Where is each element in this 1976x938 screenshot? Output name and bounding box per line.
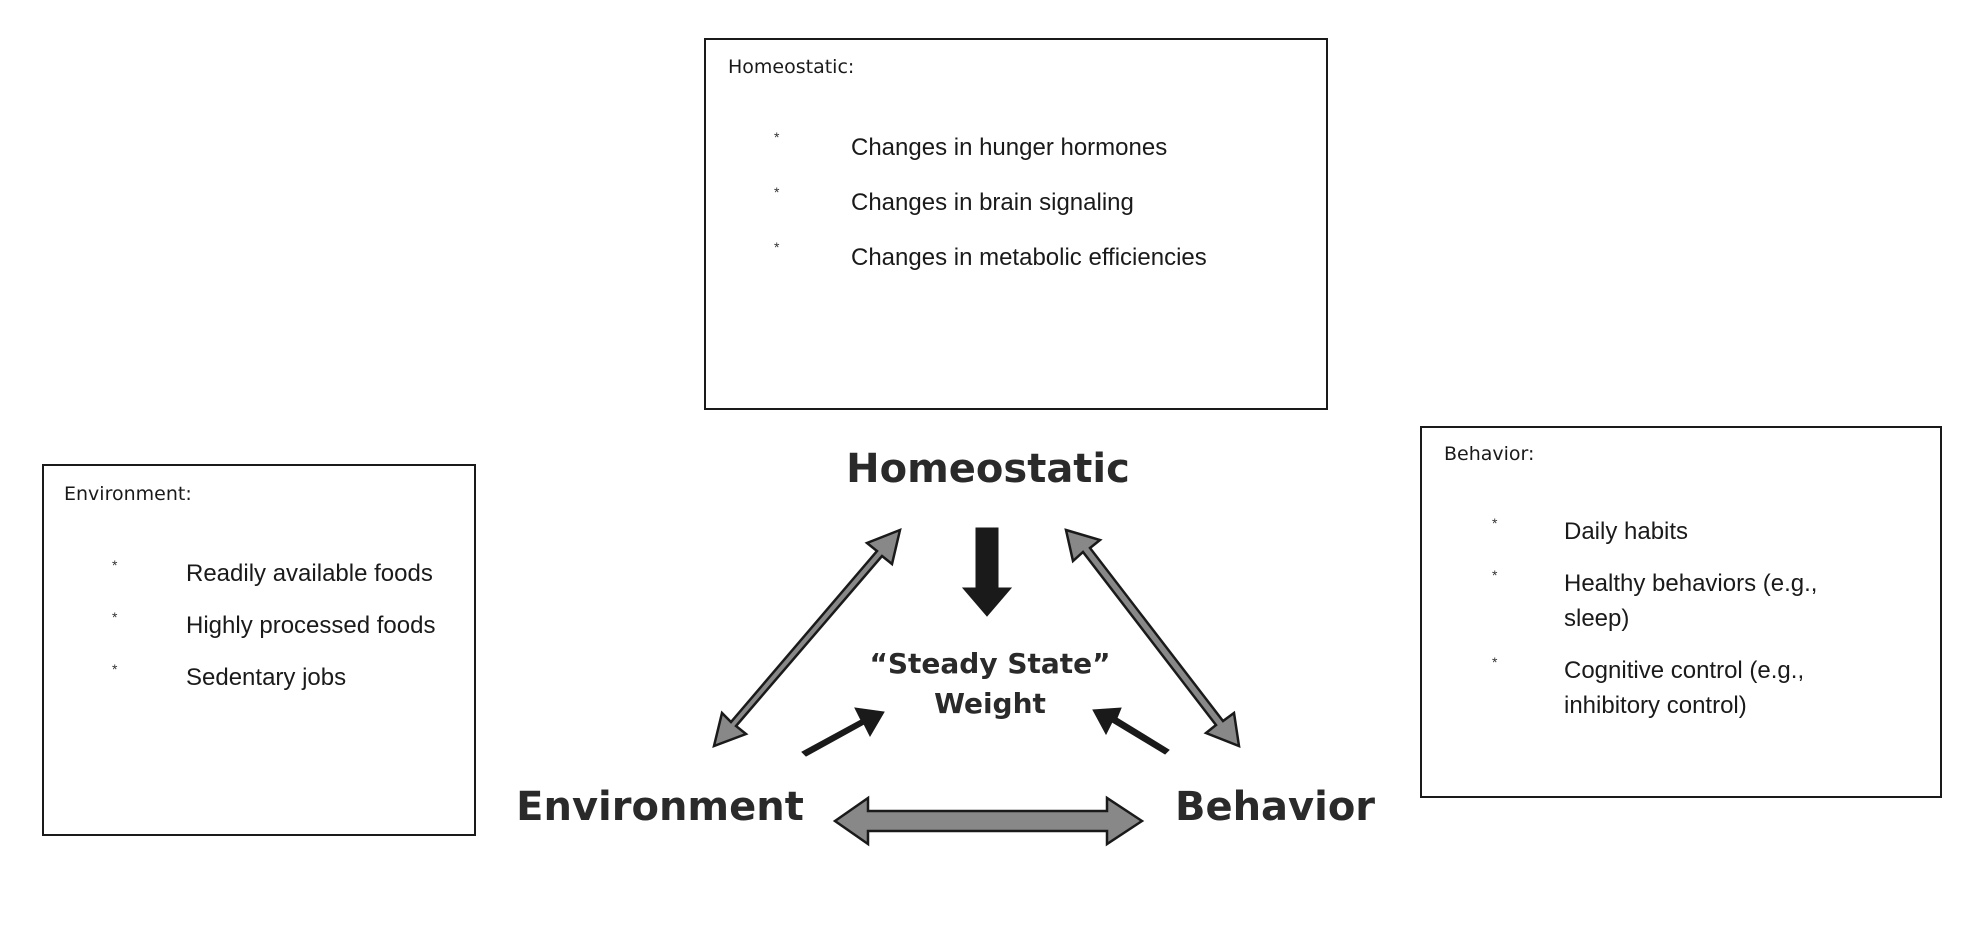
node-environment-label: Environment: [516, 784, 804, 830]
bullet-icon: *: [774, 129, 780, 145]
bullet-icon: *: [774, 239, 780, 255]
list-item-text: Changes in metabolic efficiencies: [851, 244, 1207, 271]
list-item: * Changes in hunger hormones: [774, 130, 1311, 185]
bullet-icon: *: [112, 661, 118, 677]
list-item: * Readily available foods: [112, 556, 436, 591]
bullet-icon: *: [1492, 515, 1498, 531]
environment-box: Environment: * Readily available foods * H…: [42, 464, 476, 836]
bullet-icon: *: [112, 557, 118, 573]
behavior-box: Behavior: * Daily habits * Healthy behavio…: [1420, 426, 1942, 798]
list-item-text: Changes in hunger hormones: [851, 134, 1168, 161]
homeostatic-box: Homeostatic: * Changes in hunger hormones…: [704, 38, 1328, 410]
double-arrow-environment-behavior: [832, 795, 1145, 847]
list-item-text: Daily habits: [1564, 518, 1689, 545]
node-behavior-label: Behavior: [1174, 784, 1376, 830]
arrow-behavior-to-center: [1092, 707, 1170, 755]
list-item: * Highly processed foods: [112, 608, 436, 643]
bullet-icon: *: [1492, 654, 1498, 670]
arrow-environment-to-center: [801, 707, 885, 757]
behavior-box-title: Behavior:: [1444, 443, 1535, 465]
list-item: * Changes in brain signaling: [774, 185, 1311, 240]
list-item: * Daily habits: [1492, 514, 1884, 549]
list-item-text: Healthy behaviors (e.g., sleep): [1564, 570, 1818, 632]
list-item-text: Highly processed foods: [186, 612, 436, 639]
double-arrow-homeostatic-environment: [712, 527, 902, 748]
environment-list: * Readily available foods * Highly process…: [112, 556, 436, 712]
double-arrow-homeostatic-behavior: [1064, 528, 1241, 748]
bullet-icon: *: [112, 609, 118, 625]
list-item: * Sedentary jobs: [112, 660, 436, 695]
behavior-list: * Daily habits * Healthy behaviors (e.g., …: [1492, 514, 1884, 740]
arrow-homeostatic-to-center: [961, 527, 1013, 617]
environment-box-title: Environment:: [64, 483, 192, 505]
center-label-line2: Weight: [934, 687, 1046, 720]
list-item-text: Cognitive control (e.g., inhibitory cont…: [1564, 657, 1805, 719]
homeostatic-box-title: Homeostatic:: [728, 56, 855, 78]
center-node-label: “Steady State” Weight: [860, 644, 1120, 724]
list-item-text: Sedentary jobs: [186, 664, 347, 691]
bullet-icon: *: [774, 184, 780, 200]
list-item-text: Readily available foods: [186, 560, 433, 587]
homeostatic-list: * Changes in hunger hormones * Changes in …: [774, 130, 1311, 295]
list-item: * Healthy behaviors (e.g., sleep): [1492, 566, 1884, 636]
center-label-line1: “Steady State”: [869, 647, 1111, 680]
list-item: * Cognitive control (e.g., inhibitory con…: [1492, 653, 1884, 723]
list-item: * Changes in metabolic efficiencies: [774, 240, 1311, 295]
bullet-icon: *: [1492, 567, 1498, 583]
node-homeostatic-label: Homeostatic: [846, 446, 1130, 492]
list-item-text: Changes in brain signaling: [851, 189, 1134, 216]
